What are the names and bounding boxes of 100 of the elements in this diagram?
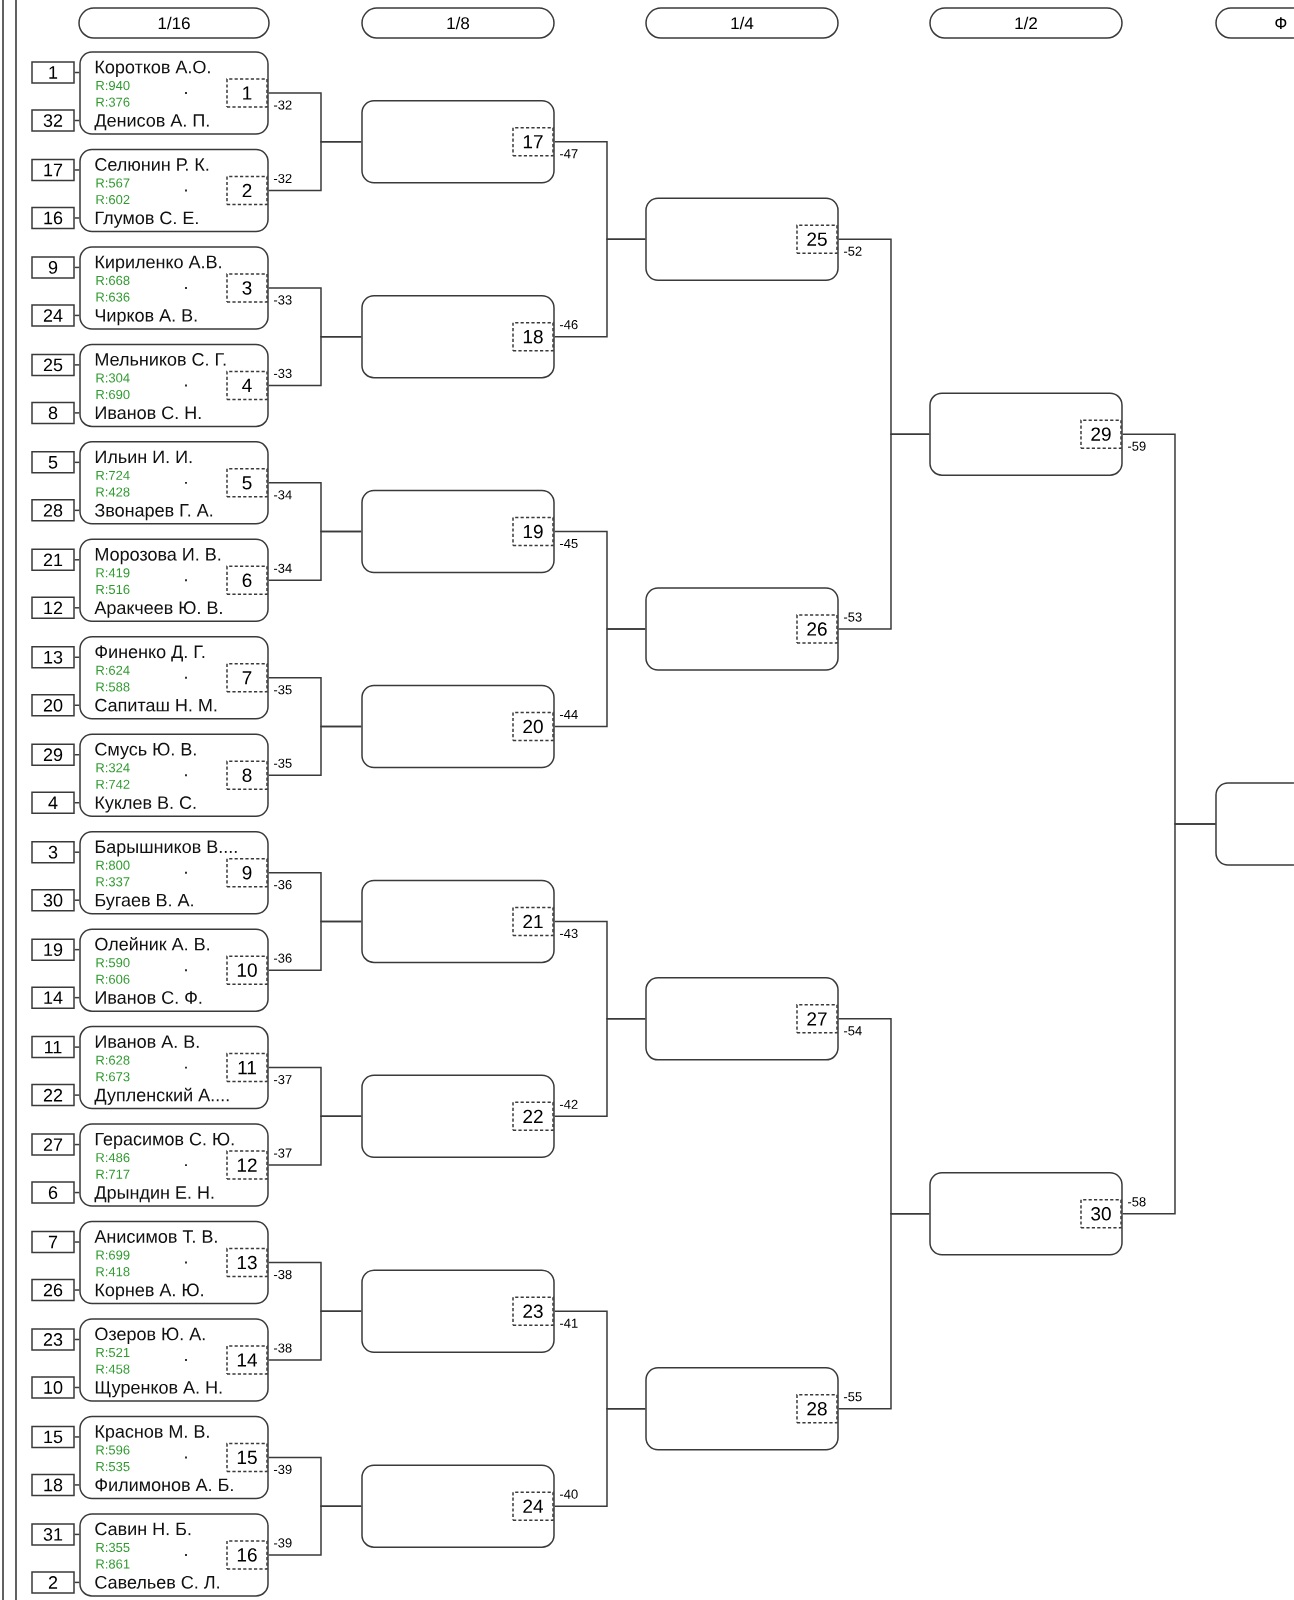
bracket-line: [554, 238, 646, 338]
score-separator: ·: [185, 1456, 187, 1459]
seed-box: 30: [31, 888, 75, 912]
connector-line: [74, 71, 80, 74]
round-header: Ф: [1215, 7, 1294, 39]
player-name: Щуренков А. Н.: [95, 1381, 222, 1398]
player-name: Коротков А.О.: [95, 60, 210, 77]
connector-line: [74, 1338, 80, 1341]
match-number: 21: [512, 906, 554, 937]
match-number: 16: [226, 1540, 268, 1570]
score-separator: ·: [185, 481, 187, 484]
connector-line: [74, 1289, 80, 1291]
seed-box: 4: [31, 791, 75, 814]
seed-box: 5: [31, 451, 75, 474]
round-header: 1/8: [361, 7, 555, 39]
seed-box: 26: [31, 1278, 75, 1302]
score-separator: ·: [185, 92, 187, 94]
player-name: Иванов С. Н.: [95, 406, 201, 420]
player-name: Мельников С. Г.: [95, 353, 226, 366]
player-name: Озеров Ю. А.: [95, 1327, 205, 1344]
player-name: Краснов М. В.: [95, 1425, 209, 1442]
match-number: 7: [226, 663, 268, 693]
match-number: 20: [512, 711, 554, 742]
player-name: Ильин И. И.: [95, 450, 192, 464]
connector-line: [74, 364, 80, 366]
connector-line: [74, 948, 80, 951]
bracket-line: [838, 1213, 930, 1410]
connector-line: [74, 314, 80, 317]
player-name: Барышников В....: [95, 840, 237, 857]
player-name: Кириленко А.В.: [95, 255, 221, 272]
seed-box: 13: [31, 646, 75, 669]
player-name: Филимонов А. Б.: [95, 1478, 233, 1492]
connector-line: [74, 217, 80, 219]
player-name: Бугаев В. А.: [95, 893, 193, 910]
score-separator: ·: [185, 189, 187, 192]
player-name: Корнев А. Ю.: [95, 1283, 203, 1300]
connector-line: [74, 704, 80, 706]
player-name: Финенко Д. Г.: [95, 645, 205, 662]
match-number: 25: [796, 224, 838, 254]
connector-line: [74, 119, 80, 122]
seed-box: 6: [31, 1181, 75, 1204]
connector-line: [74, 559, 80, 561]
score-separator: ·: [185, 384, 187, 387]
connector-line: [74, 802, 80, 804]
seed-box: 17: [31, 158, 75, 182]
score-separator: ·: [185, 871, 187, 874]
seed-box: 8: [31, 401, 75, 425]
match-number: 26: [796, 614, 838, 644]
seed-box: 23: [31, 1328, 75, 1351]
connector-line: [74, 607, 80, 609]
bracket-line: [268, 1505, 362, 1556]
bracket-line: [268, 920, 362, 971]
seed-box: 25: [31, 353, 75, 377]
match-number: 4: [226, 370, 268, 401]
connector-line: [74, 509, 80, 512]
seed-box: 32: [31, 109, 75, 132]
connector-line: [74, 1241, 80, 1243]
round-header: 1/16: [78, 7, 270, 39]
match-box: [1215, 782, 1294, 866]
connector-line: [74, 996, 80, 999]
player-name: Дупленский А....: [94, 1087, 229, 1105]
connector-line: [74, 851, 80, 853]
seed-box: 31: [31, 1523, 75, 1546]
seed-box: 22: [31, 1083, 75, 1107]
bracket-line: [554, 1408, 646, 1507]
bracket-line: [554, 1018, 646, 1118]
match-number: 9: [226, 857, 268, 888]
player-name: Олейник А. В.: [95, 937, 209, 951]
match-number: 2: [226, 175, 268, 206]
seed-box: 14: [31, 986, 75, 1009]
match-number: 17: [512, 127, 554, 157]
match-number: 1: [226, 78, 268, 108]
match-number: 30: [1080, 1199, 1122, 1229]
seed-box: 21: [31, 548, 75, 572]
connector-line: [74, 1533, 80, 1536]
match-number: 14: [226, 1345, 268, 1375]
seed-box: 18: [31, 1473, 75, 1497]
score-separator: ·: [185, 1261, 187, 1264]
connector-line: [74, 266, 80, 269]
connector-line: [74, 1191, 80, 1194]
seed-box: 11: [31, 1035, 75, 1059]
seed-box: 1: [31, 61, 75, 84]
seed-box: 28: [31, 499, 75, 522]
match-number: 23: [512, 1296, 554, 1326]
seed-box: 9: [31, 256, 75, 279]
seed-box: 29: [31, 743, 75, 766]
player-name: Савельев С. Л.: [95, 1575, 219, 1589]
player-name: Глумов С. Е.: [95, 211, 198, 228]
bracket-line: [838, 433, 930, 630]
seed-box: 27: [31, 1133, 75, 1156]
match-number: 12: [226, 1150, 268, 1180]
match-number: 24: [512, 1491, 554, 1521]
connector-line: [74, 1046, 80, 1048]
seed-box: 2: [31, 1571, 75, 1594]
player-name: Иванов А. В.: [95, 1035, 199, 1048]
bracket-line: [268, 725, 362, 776]
round-header: 1/2: [929, 7, 1123, 39]
score-separator: ·: [185, 774, 187, 777]
seed-box: 3: [31, 840, 75, 864]
match-number: 8: [226, 760, 268, 790]
